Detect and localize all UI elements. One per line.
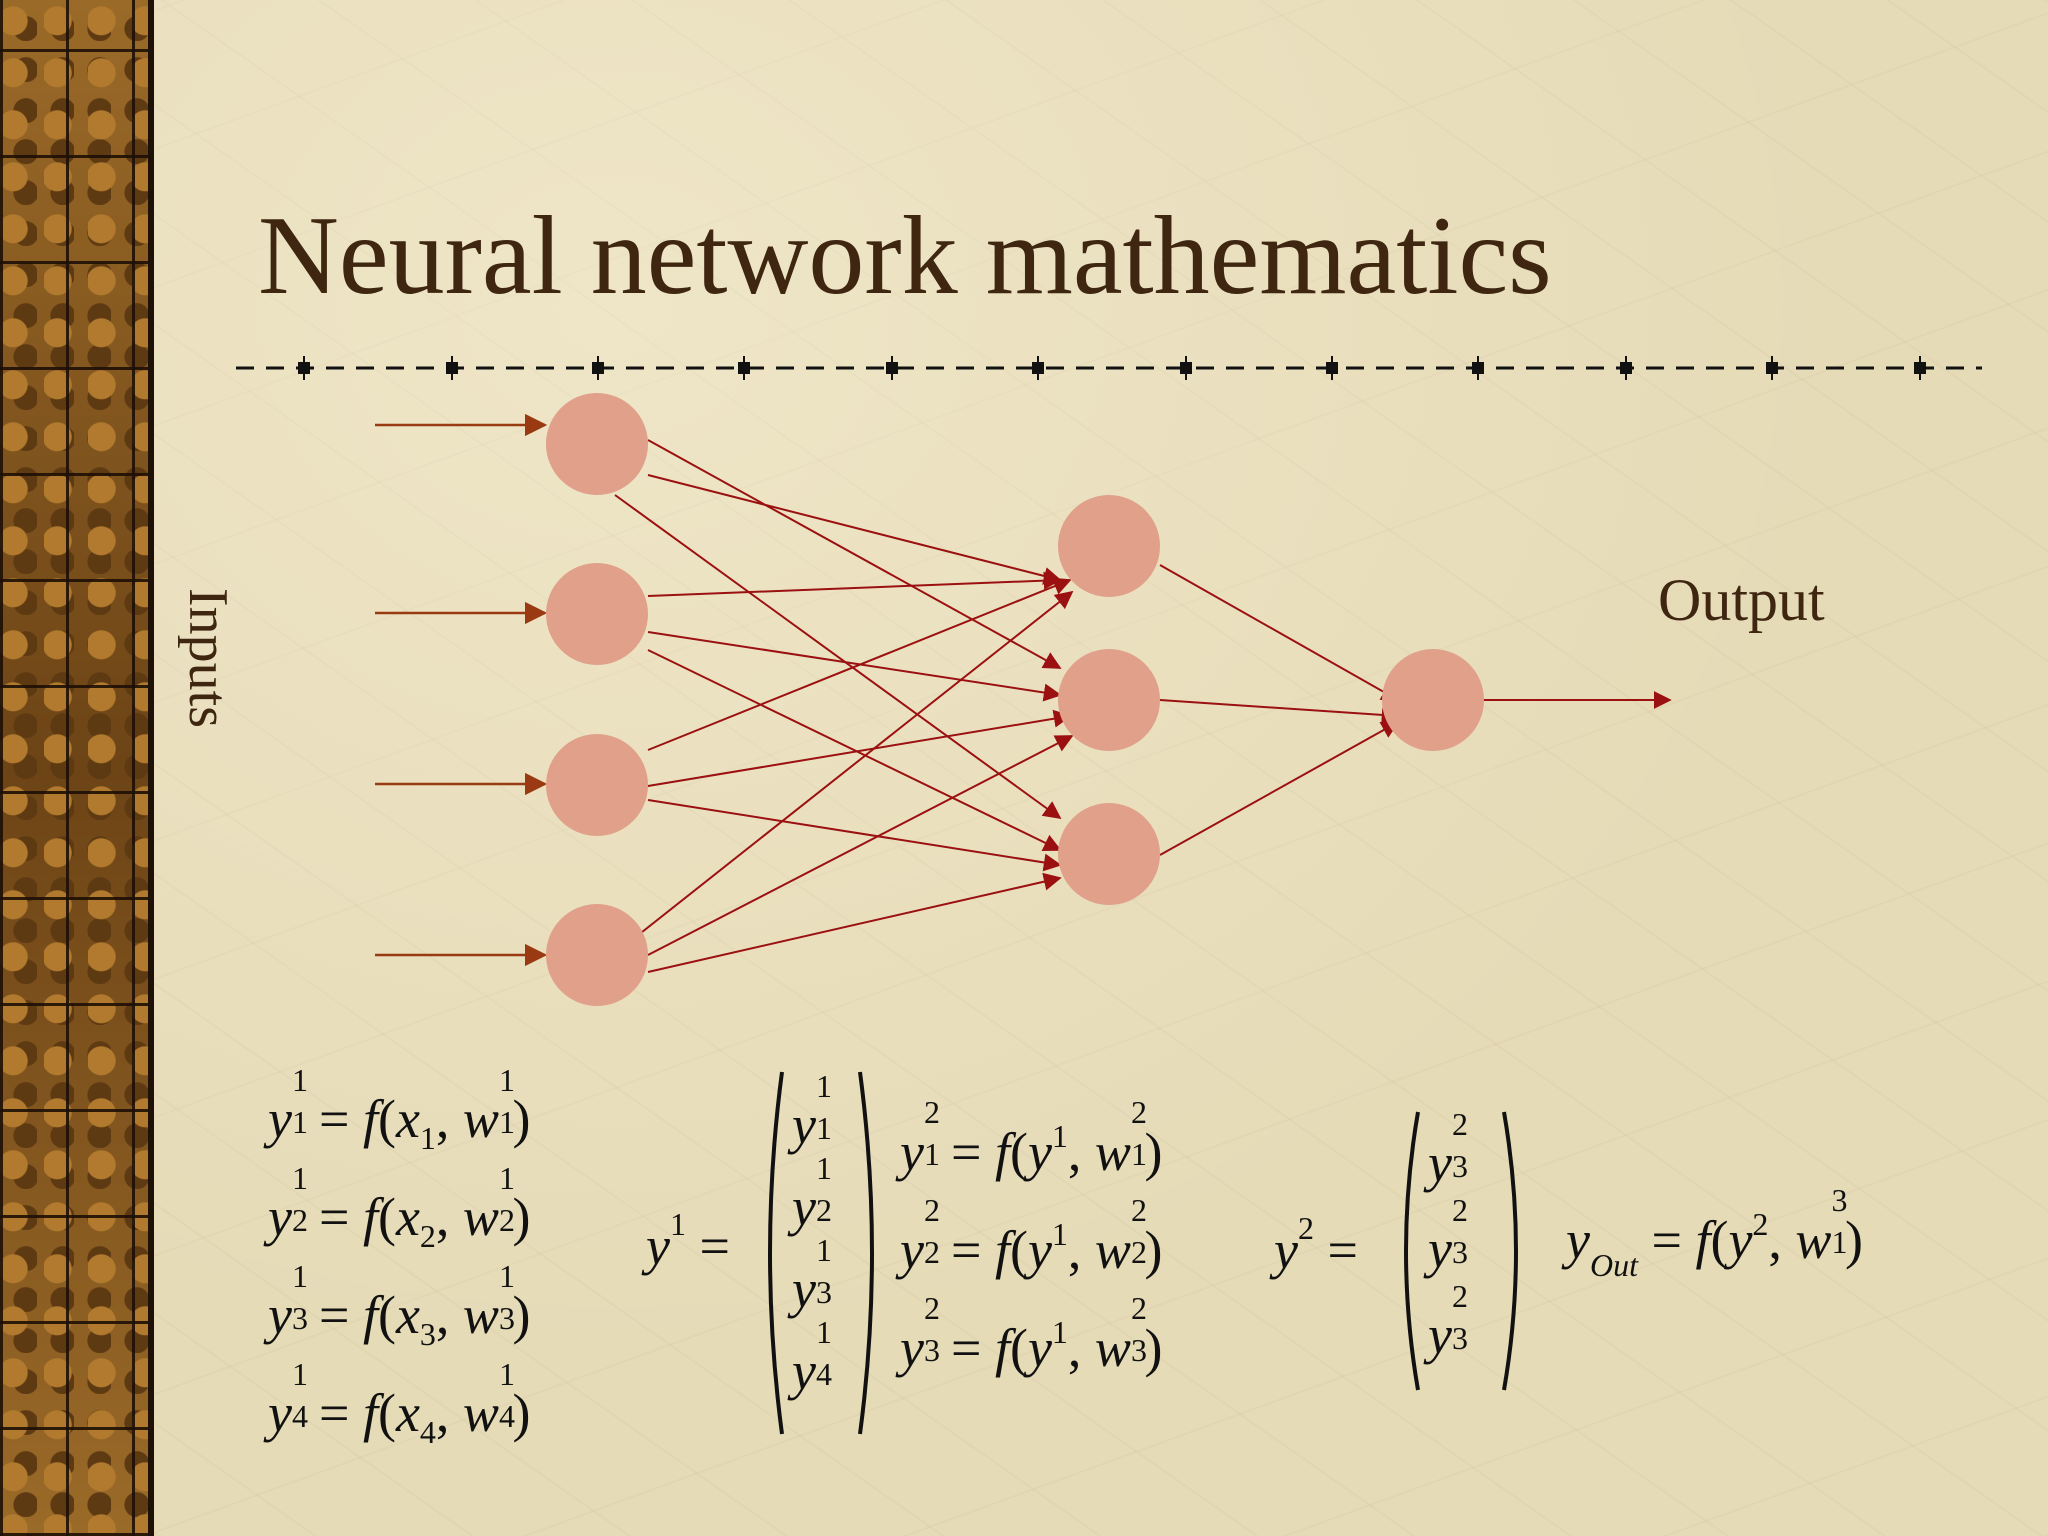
hidden-node-1 [1058,495,1160,597]
vector1-right-paren [858,1071,874,1435]
title-divider [236,356,1982,380]
edge-h3-out [1159,721,1400,856]
edge-2-3 [647,649,1062,852]
output-label: Output [1658,567,1825,633]
decorative-side-strip [0,0,154,1536]
input-node-3 [546,734,648,836]
input-node-4 [546,904,648,1006]
edge-3-2 [647,709,1072,787]
edge-1-2 [647,439,1062,669]
edge-3-1 [647,577,1072,751]
vector2-lhs: y2 = [1274,1210,1358,1280]
edge-4-2 [647,735,1074,956]
edge-3-3 [647,799,1062,872]
hidden-node-2 [1058,649,1160,751]
hidden-node-3 [1058,803,1160,905]
vector2-left-paren [1404,1111,1420,1391]
vector1-left-paren [768,1071,784,1435]
side-strip-edge [148,0,154,1536]
edge-4-1 [631,590,1074,941]
edge-2-1 [647,571,1062,597]
output-node [1382,649,1484,751]
input-node-2 [546,563,648,665]
input-node-1 [546,393,648,495]
vector1-lhs: y1 = [646,1206,730,1276]
edge-1-3 [614,494,1062,820]
edge-h1-out [1159,564,1400,701]
vector2-right-paren [1502,1111,1518,1391]
edge-1-1 [647,474,1062,585]
edge-h2-out [1159,699,1400,724]
edge-4-3 [647,872,1062,973]
edge-2-2 [647,631,1062,702]
slide-title: Neural network mathematics [258,194,1552,318]
